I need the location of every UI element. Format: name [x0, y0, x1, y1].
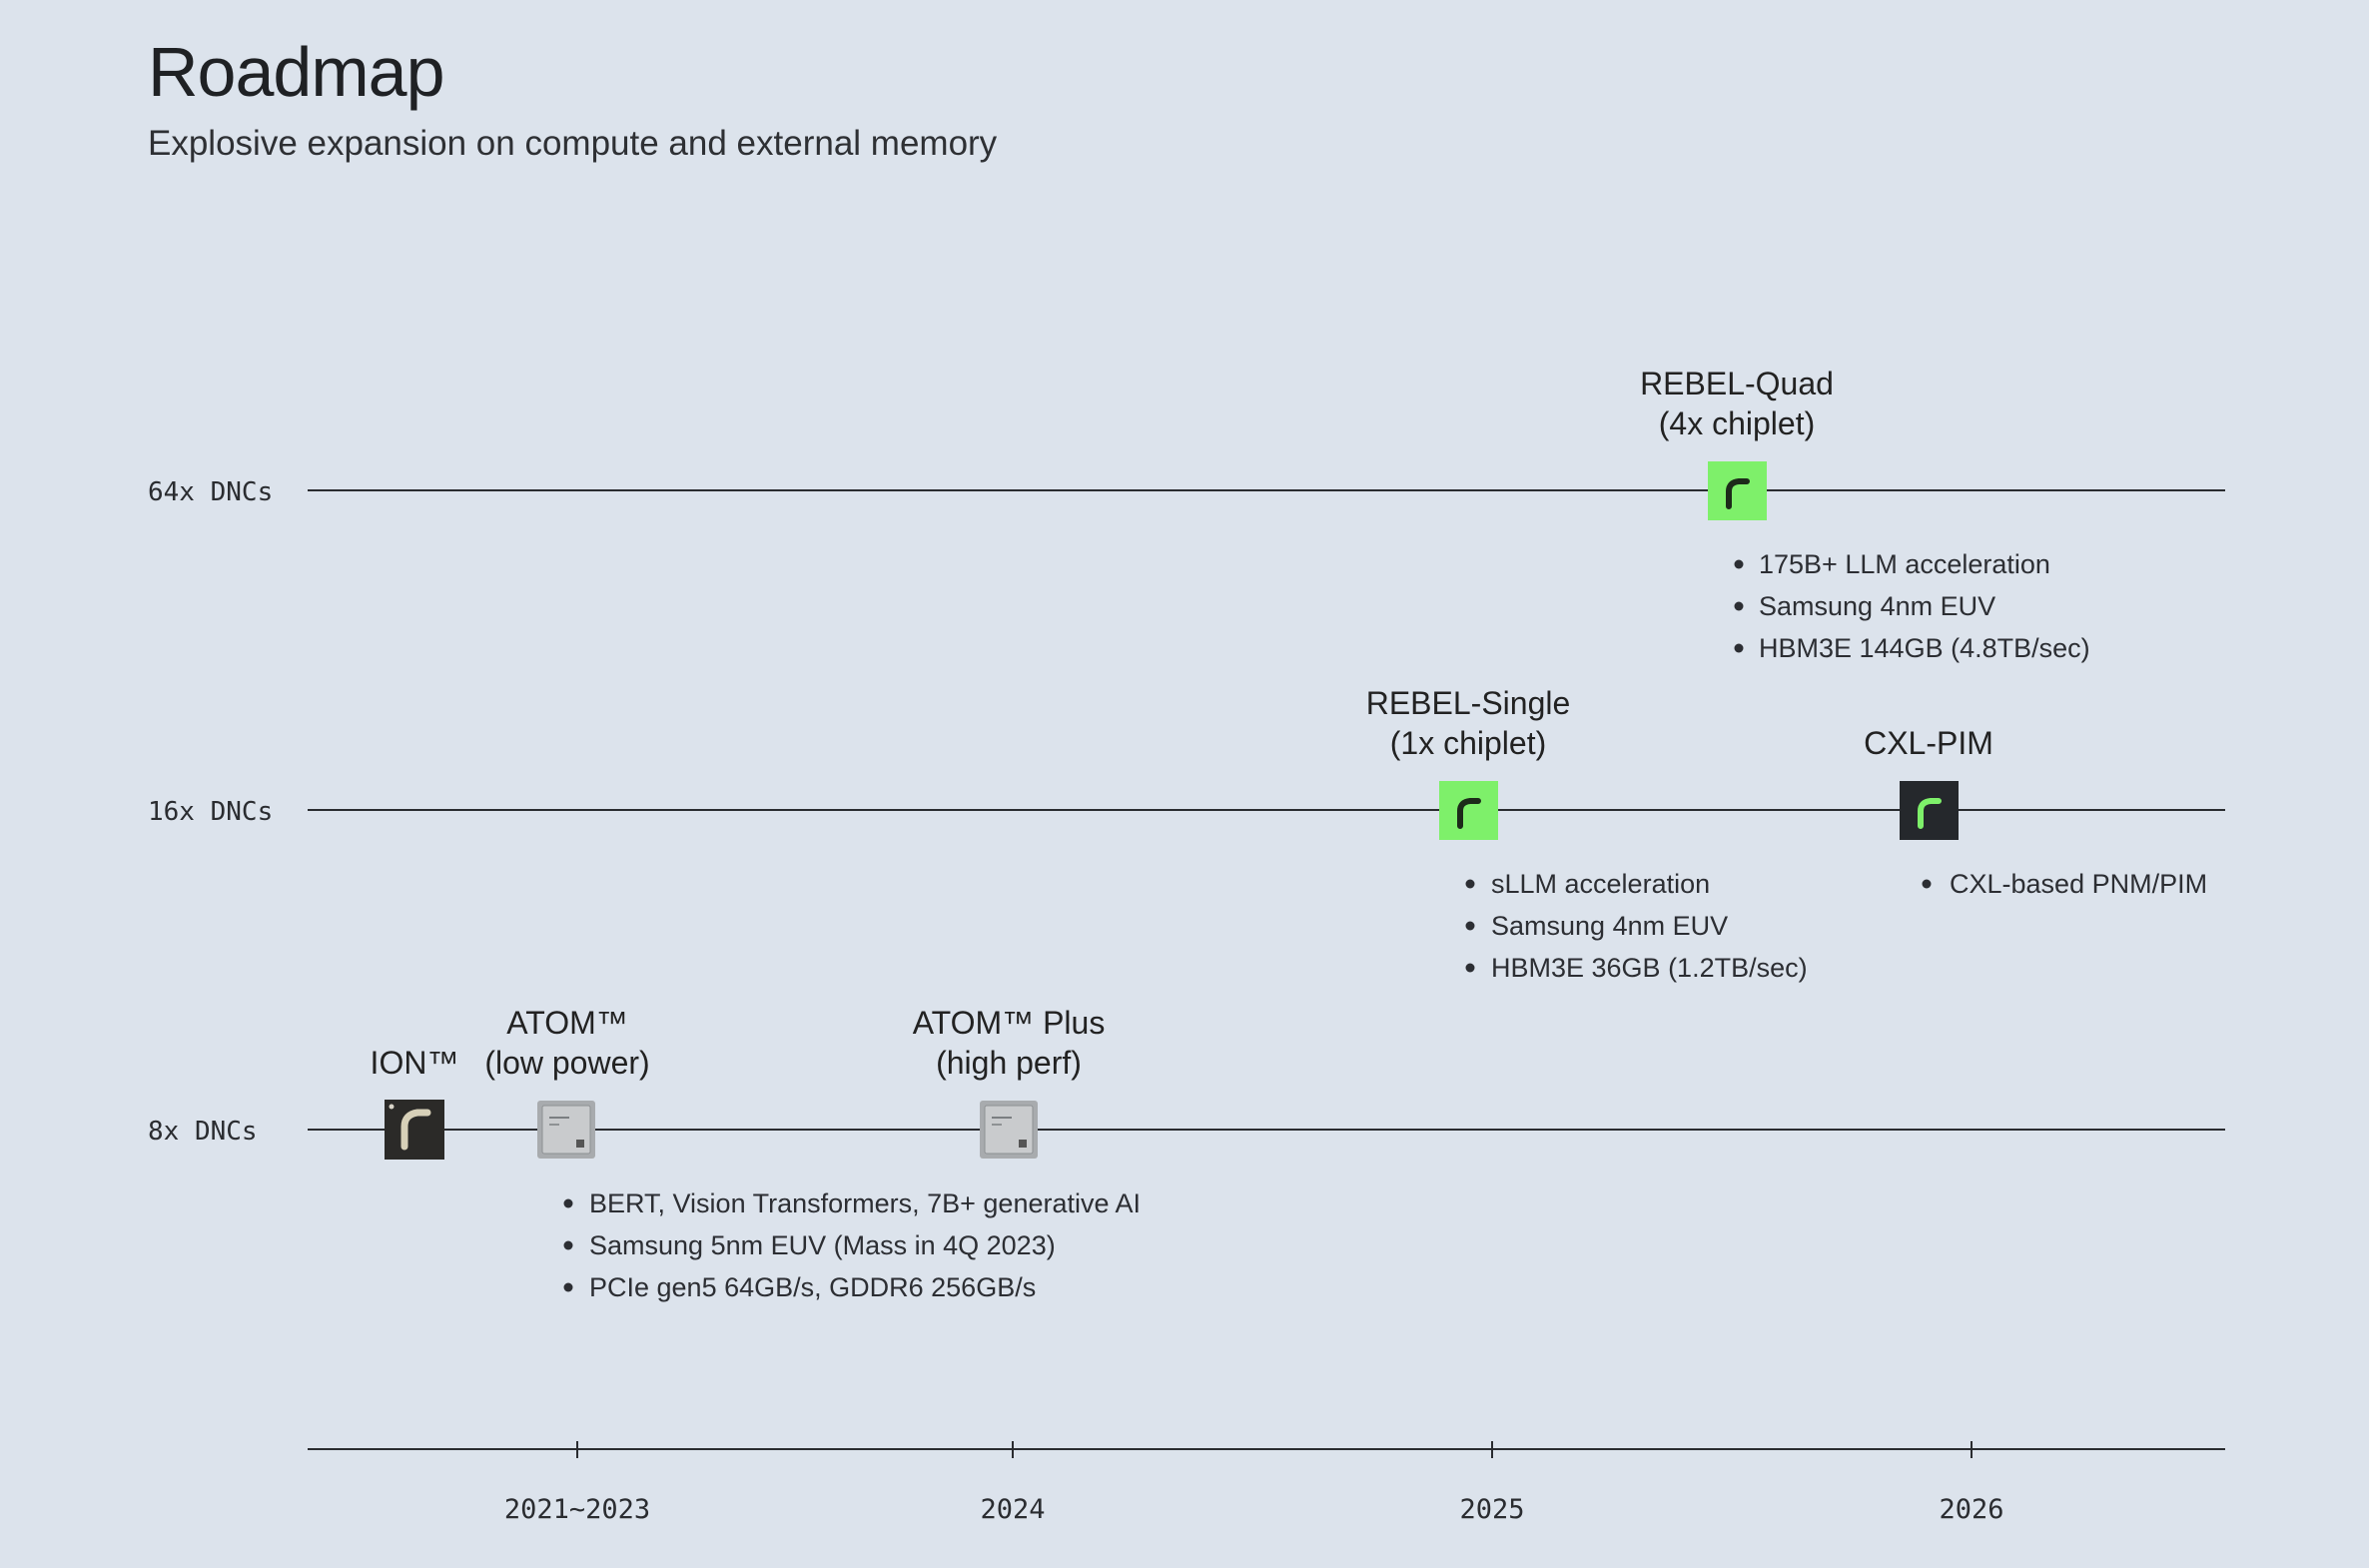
- product-cxl-pim: CXL-PIM CXL-based PNM/PIM: [1864, 725, 2207, 899]
- bullet-text: sLLM acceleration: [1491, 869, 1710, 899]
- product-name: ATOM™ Plus: [913, 1005, 1106, 1041]
- tier-label: 64x DNCs: [148, 477, 273, 507]
- bullet-text: Samsung 5nm EUV (Mass in 4Q 2023): [589, 1230, 1056, 1260]
- product-name: ION™: [371, 1045, 459, 1081]
- bullet-text: CXL-based PNM/PIM: [1950, 869, 2207, 899]
- bullet-text: 175B+ LLM acceleration: [1759, 549, 2050, 579]
- product-subname: (4x chiplet): [1659, 405, 1816, 441]
- cxl-pim-bullets: CXL-based PNM/PIM: [1922, 869, 2207, 899]
- product-subname: (low power): [484, 1045, 649, 1081]
- year-label: 2026: [1939, 1494, 2003, 1525]
- product-name: REBEL-Single: [1366, 685, 1571, 721]
- tier-label: 16x DNCs: [148, 797, 273, 827]
- bullet-text: Samsung 4nm EUV: [1759, 591, 1995, 621]
- year-axis: 2021~2023 2024 2025 2026: [308, 1441, 2225, 1525]
- bullet-text: HBM3E 36GB (1.2TB/sec): [1491, 953, 1808, 983]
- year-label: 2025: [1459, 1494, 1524, 1525]
- tier-label: 8x DNCs: [148, 1117, 258, 1147]
- product-atom-plus: ATOM™ Plus (high perf): [913, 1005, 1106, 1159]
- bullet-text: PCIe gen5 64GB/s, GDDR6 256GB/s: [589, 1272, 1036, 1302]
- tier-64x: 64x DNCs: [148, 477, 2225, 507]
- rebel-single-chip: [1439, 781, 1498, 840]
- product-subname: (high perf): [936, 1045, 1082, 1081]
- product-ion: ION™: [371, 1045, 459, 1160]
- chip-dot: [389, 1104, 395, 1110]
- rebel-single-bullets: sLLM acceleration Samsung 4nm EUV HBM3E …: [1465, 869, 1808, 983]
- cxl-pim-chip: [1900, 781, 1959, 840]
- rebellions-logo-icon: [400, 1109, 431, 1151]
- rebellions-logo-icon: [1726, 478, 1750, 509]
- rebellions-logo-icon: [1918, 798, 1942, 829]
- bullet-text: Samsung 4nm EUV: [1491, 911, 1728, 941]
- product-name: REBEL-Quad: [1640, 366, 1834, 401]
- page-subtitle: Explosive expansion on compute and exter…: [148, 124, 998, 163]
- product-subname: (1x chiplet): [1390, 725, 1547, 761]
- bullet-text: HBM3E 144GB (4.8TB/sec): [1759, 633, 2090, 663]
- bullet-text: BERT, Vision Transformers, 7B+ generativ…: [589, 1188, 1141, 1218]
- year-label: 2021~2023: [504, 1494, 650, 1525]
- atom-bullets: BERT, Vision Transformers, 7B+ generativ…: [563, 1188, 1141, 1302]
- rebel-quad-chip: [1708, 461, 1767, 520]
- year-label: 2024: [980, 1494, 1045, 1525]
- product-name: CXL-PIM: [1864, 725, 1993, 761]
- product-name: ATOM™: [506, 1005, 627, 1041]
- product-rebel-single: REBEL-Single (1x chiplet) sLLM accelerat…: [1366, 685, 1808, 983]
- tier-8x: 8x DNCs: [148, 1117, 2225, 1147]
- rebel-quad-bullets: 175B+ LLM acceleration Samsung 4nm EUV H…: [1734, 549, 2090, 663]
- page-title: Roadmap: [148, 33, 445, 111]
- rebellions-logo-icon: [1457, 798, 1481, 829]
- product-atom: ATOM™ (low power) BERT, Vision Transform…: [484, 1005, 1141, 1302]
- product-rebel-quad: REBEL-Quad (4x chiplet) 175B+ LLM accele…: [1640, 366, 2090, 663]
- ion-chip: [385, 1100, 444, 1160]
